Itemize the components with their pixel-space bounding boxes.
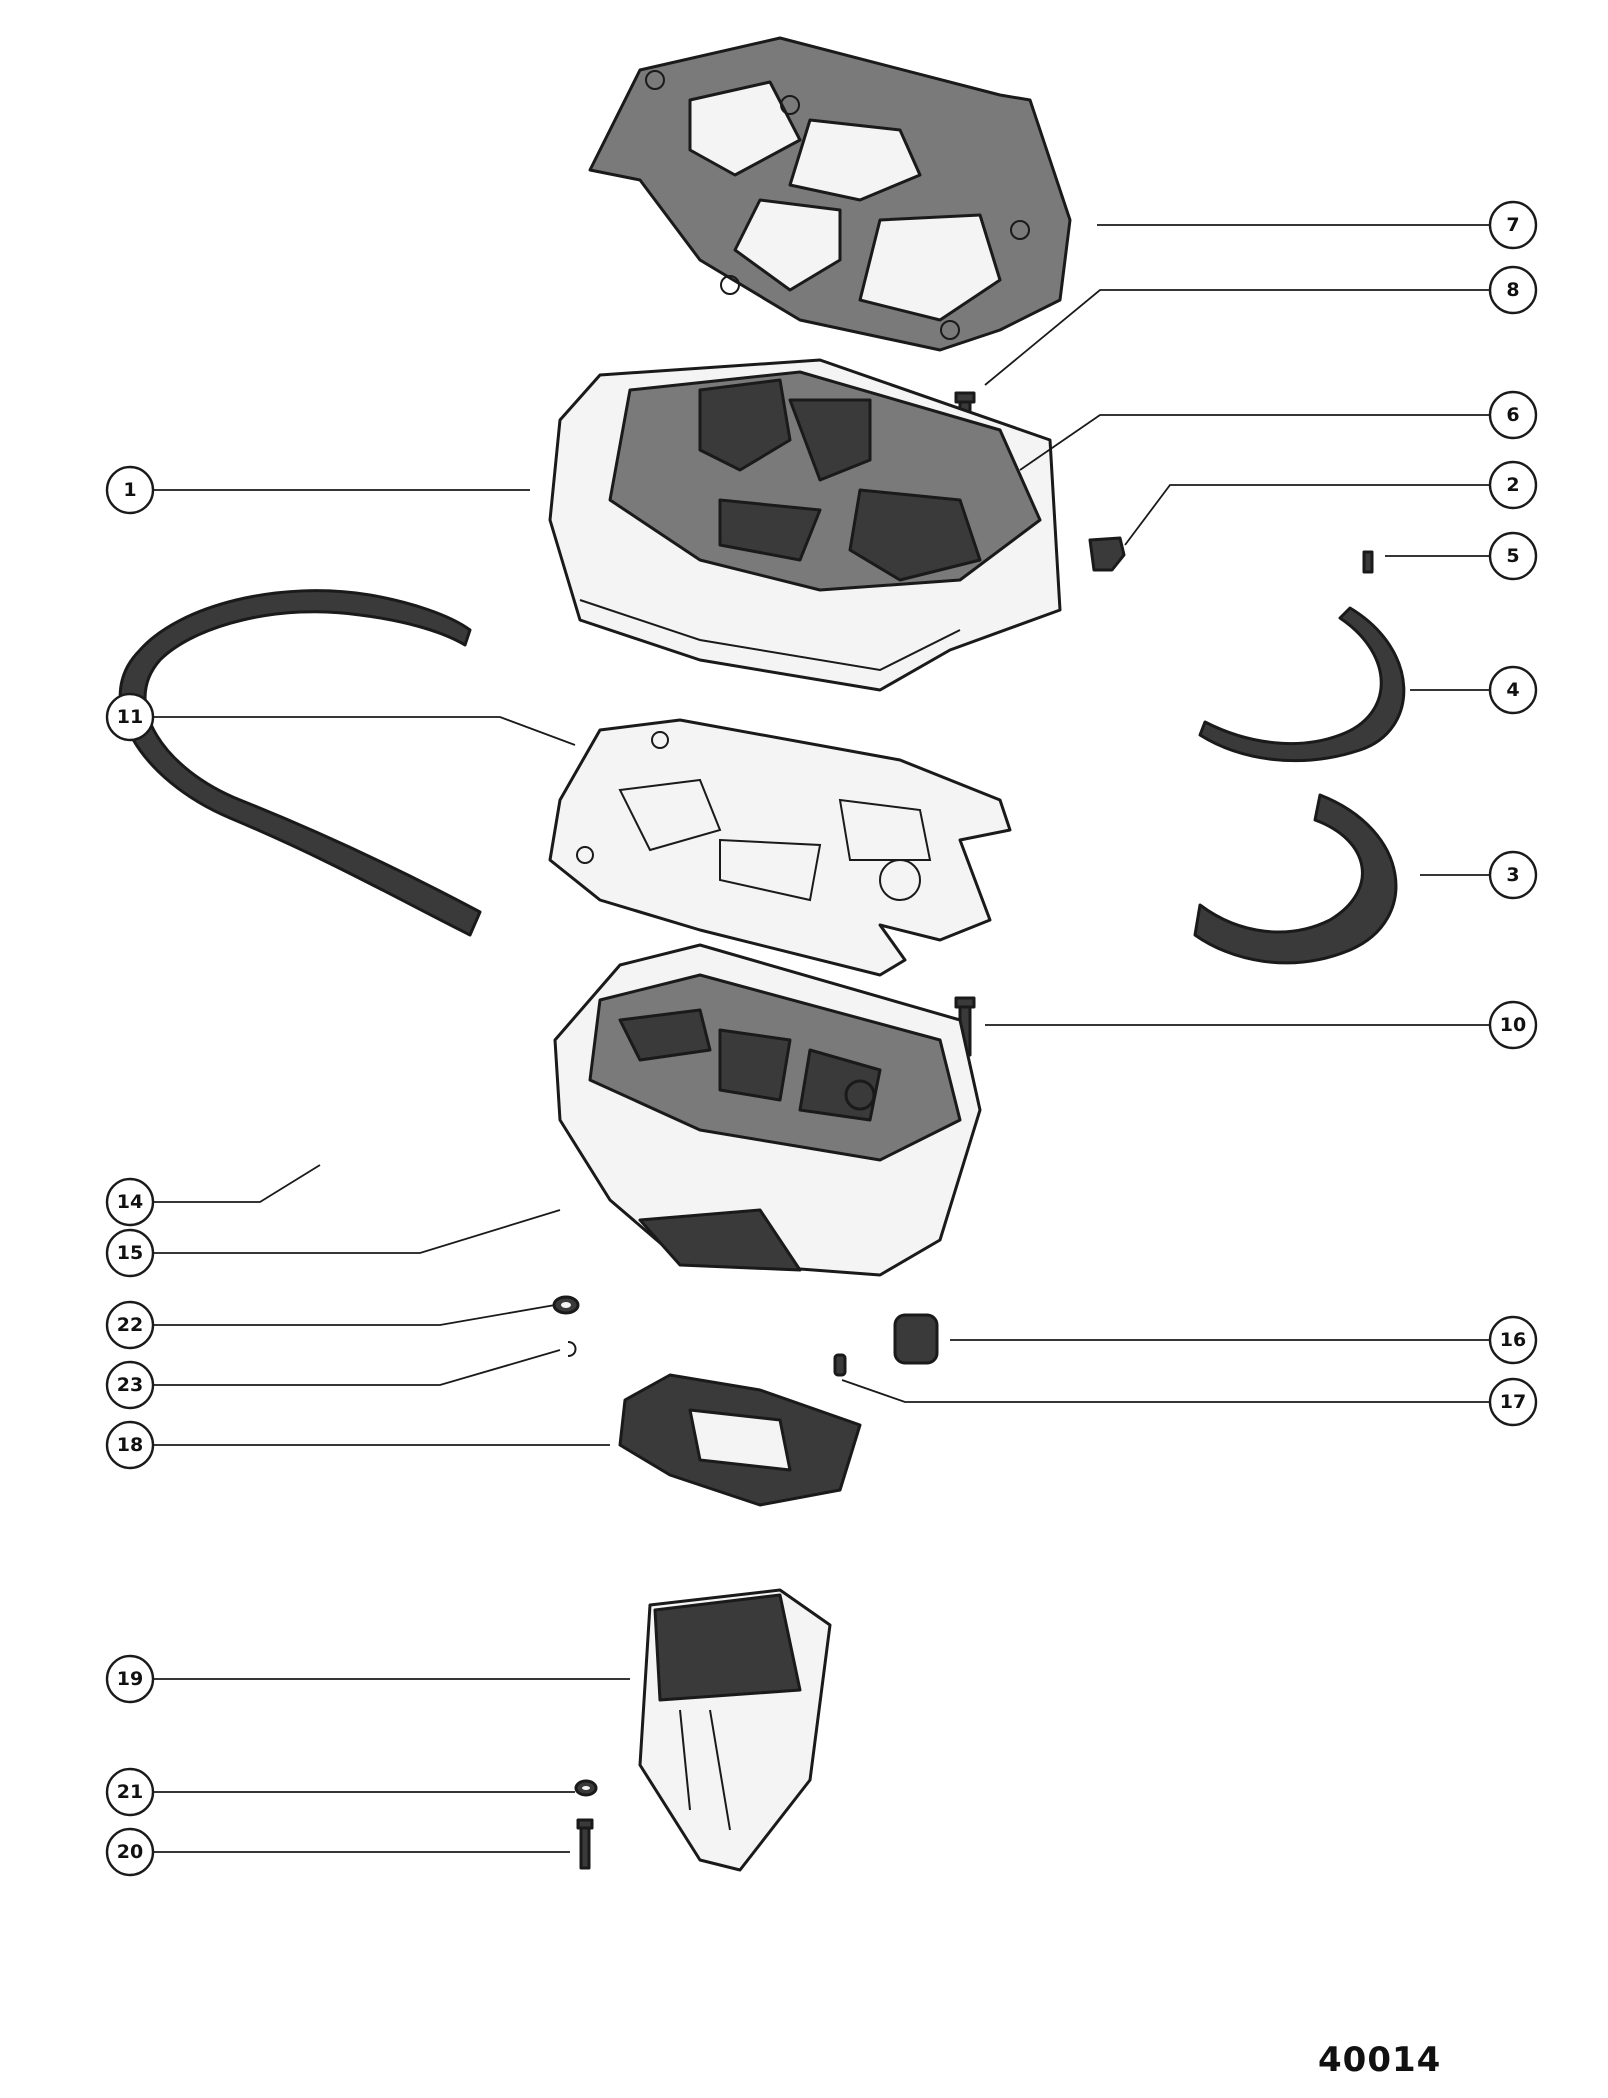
callout-2: 2 [1488, 460, 1538, 510]
svg-text:6: 6 [1506, 404, 1519, 426]
svg-text:15: 15 [117, 1242, 143, 1264]
svg-text:23: 23 [117, 1374, 143, 1396]
svg-text:20: 20 [117, 1841, 143, 1863]
svg-text:22: 22 [117, 1314, 143, 1336]
callout-4: 4 [1488, 665, 1538, 715]
svg-text:2: 2 [1506, 474, 1519, 496]
callout-10: 10 [1488, 1000, 1538, 1050]
svg-text:18: 18 [117, 1434, 143, 1456]
part-7-gasket [588, 36, 1072, 352]
callout-5: 5 [1488, 531, 1538, 581]
part-16-bushing [893, 1313, 939, 1365]
callout-8: 8 [1488, 265, 1538, 315]
part-22-washer [552, 1295, 580, 1315]
svg-text:8: 8 [1506, 279, 1519, 301]
svg-text:4: 4 [1506, 679, 1519, 701]
callout-14: 14 [105, 1177, 155, 1227]
callout-16: 16 [1488, 1315, 1538, 1365]
part-2-plug [1088, 536, 1126, 572]
part-18-plate [618, 1373, 862, 1507]
callout-11: 11 [105, 692, 155, 742]
part-20-bolt [576, 1818, 594, 1870]
svg-text:17: 17 [1500, 1391, 1526, 1413]
callout-6: 6 [1488, 390, 1538, 440]
callout-3: 3 [1488, 850, 1538, 900]
svg-text:5: 5 [1506, 545, 1519, 567]
part-23-clip [567, 1341, 577, 1357]
callout-15: 15 [105, 1228, 155, 1278]
leader-lines [153, 224, 1490, 1853]
svg-text:3: 3 [1506, 864, 1519, 886]
svg-text:14: 14 [117, 1191, 143, 1213]
part-5-screw [1362, 550, 1374, 574]
part-3-seal-strip [1193, 793, 1398, 965]
document-number: 40014 [1318, 2040, 1442, 2080]
callout-17: 17 [1488, 1377, 1538, 1427]
part-15-housing [553, 943, 982, 1277]
callout-18: 18 [105, 1420, 155, 1470]
svg-text:16: 16 [1500, 1329, 1526, 1351]
svg-text:10: 10 [1500, 1014, 1526, 1036]
callout-22: 22 [105, 1300, 155, 1350]
svg-text:19: 19 [117, 1668, 143, 1690]
svg-text:21: 21 [117, 1781, 143, 1803]
part-17-pin [833, 1353, 847, 1377]
part-21-washer [574, 1779, 598, 1797]
callout-7: 7 [1488, 200, 1538, 250]
svg-text:1: 1 [123, 479, 136, 501]
callout-21: 21 [105, 1767, 155, 1817]
svg-text:7: 7 [1506, 214, 1519, 236]
callout-1: 1 [105, 465, 155, 515]
part-11-gasket [548, 718, 1012, 977]
callout-23: 23 [105, 1360, 155, 1410]
part-19-cover [638, 1588, 832, 1872]
svg-text:11: 11 [117, 706, 143, 728]
callout-19: 19 [105, 1654, 155, 1704]
callout-20: 20 [105, 1827, 155, 1877]
part-1-housing [548, 358, 1062, 692]
part-4-seal-strip [1198, 606, 1406, 763]
part-14-seal [118, 589, 482, 937]
